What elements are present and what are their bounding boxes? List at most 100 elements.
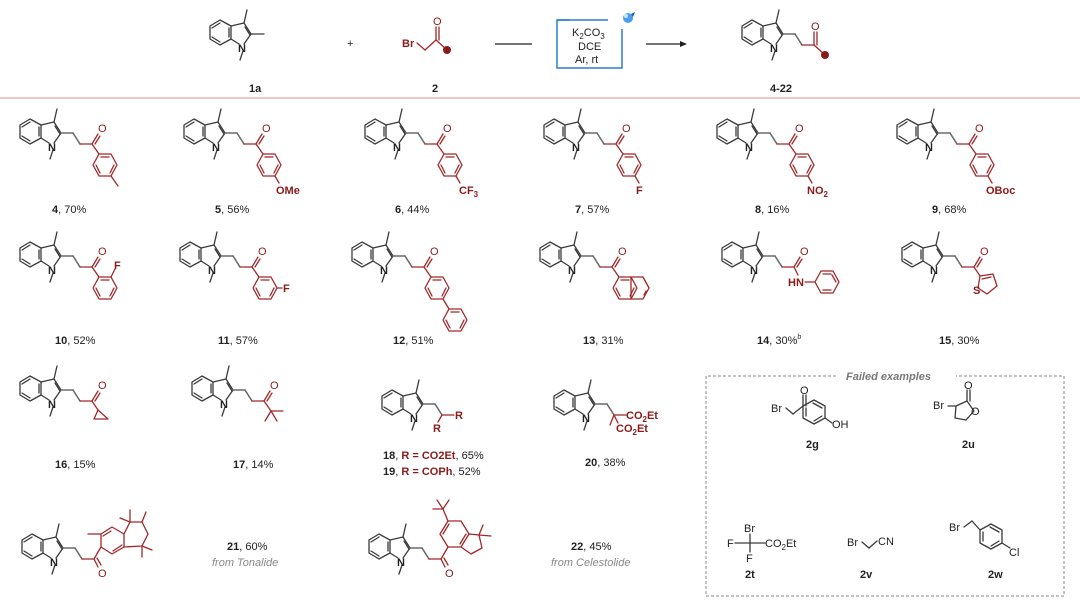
oxygen-atom: O <box>795 123 804 135</box>
product-13: O <box>539 231 650 300</box>
failed-examples-panel: Failed examples Br O OH 2g Br O O <box>705 371 1065 597</box>
compound-label-2g: 2g <box>806 439 819 451</box>
conditions-box: K2CO3 DCE Ar, rt <box>556 12 635 69</box>
hydroxyl-group: OH <box>832 419 849 431</box>
yield-label-7: 7, 57% <box>575 204 609 216</box>
oxygen-atom: O <box>800 385 809 397</box>
arrow-head <box>680 41 687 47</box>
compound-label-1a: 1a <box>249 83 262 95</box>
product-8: O NO2 <box>716 108 829 199</box>
product-18-19: R R <box>381 379 463 435</box>
oxygen-atom: O <box>433 16 442 28</box>
ester-group: CO2Et <box>626 410 658 424</box>
plus-sign: + <box>347 38 353 50</box>
sulfur-atom: S <box>973 285 980 297</box>
oxygen-atom: O <box>622 123 631 135</box>
cf3-group: CF3 <box>459 185 479 199</box>
compound-label-2t: 2t <box>745 569 755 581</box>
oxygen-atom: O <box>270 380 279 392</box>
fluorine-atom: F <box>636 185 643 197</box>
oxygen-atom: O <box>98 123 107 135</box>
yield-label-21: 21, 60% <box>227 541 268 553</box>
amide-nh: HN <box>788 277 804 289</box>
fluorine-atom: F <box>283 283 290 295</box>
yield-label-13: 13, 31% <box>583 335 624 347</box>
r-group: R <box>433 423 441 435</box>
compound-label-2v: 2v <box>860 569 873 581</box>
source-note-22: from Celestolide <box>551 557 630 569</box>
product-9: O OBoc <box>896 108 1015 197</box>
oxygen-atom: O <box>445 568 454 580</box>
bromine-atom: Br <box>402 38 415 50</box>
product-17: O <box>191 365 284 422</box>
oxygen-atom: O <box>430 246 439 258</box>
oxygen-atom: O <box>258 246 267 258</box>
product-7: O F <box>543 108 643 197</box>
source-note-21: from Tonalide <box>212 557 278 569</box>
oxygen-atom: O <box>98 380 107 392</box>
reactant-indole-1a <box>209 9 265 61</box>
condition-base: K2CO3 <box>572 27 605 41</box>
failed-compound-2w: Br Cl <box>949 520 1019 559</box>
yield-label-16: 16, 15% <box>55 459 96 471</box>
fluorine-atom: F <box>114 260 121 272</box>
reactant-bromide-2: Br O <box>402 16 451 54</box>
compound-label-2u: 2u <box>962 439 975 451</box>
oxygen-atom: O <box>618 246 627 258</box>
light-bulb-icon <box>623 12 635 23</box>
yield-label-4: 4, 70% <box>52 204 86 216</box>
yield-label-11: 11, 57% <box>218 335 258 347</box>
yield-label-12: 12, 51% <box>393 335 434 347</box>
nitrile-group: CN <box>878 536 894 548</box>
condition-solvent: DCE <box>578 41 601 53</box>
yield-label-17: 17, 14% <box>233 459 274 471</box>
product-4: O <box>19 108 119 187</box>
compound-label-2: 2 <box>432 83 438 95</box>
failed-compound-2u: Br O O <box>933 380 980 421</box>
product-14: O HN <box>721 231 840 294</box>
oxygen-atom: O <box>98 246 107 258</box>
failed-examples-title: Failed examples <box>846 371 931 383</box>
nitro-group: NO2 <box>807 185 829 199</box>
bromine-atom: Br <box>949 522 960 534</box>
ring-oxygen-atom: O <box>971 406 980 418</box>
methoxy-group: OMe <box>276 185 300 197</box>
product-5: O OMe <box>183 108 300 197</box>
yield-label-20: 20, 38% <box>585 457 626 469</box>
oxygen-atom: O <box>980 246 989 258</box>
product-10: O F <box>19 231 121 300</box>
product-12: O <box>351 231 468 332</box>
bromine-atom: Br <box>933 400 944 412</box>
yield-label-14: 14, 30%b <box>757 334 801 347</box>
oboc-group: OBoc <box>986 185 1015 197</box>
ester-group: CO2Et <box>765 538 796 552</box>
compound-label-2w: 2w <box>988 569 1003 581</box>
oxygen-atom: O <box>964 380 973 392</box>
yield-label-19: 19, R = COPh, 52% <box>383 466 481 478</box>
r-group-dot <box>443 46 451 54</box>
fluorine-atom: F <box>727 538 734 550</box>
product-general-4-22: O <box>741 9 829 61</box>
product-21: O <box>21 509 153 580</box>
product-20: CO2Et CO2Et <box>553 379 658 437</box>
product-11: O F <box>179 231 290 300</box>
oxygen-atom: O <box>811 21 820 33</box>
oxygen-atom: O <box>98 568 107 580</box>
yield-label-6: 6, 44% <box>395 204 429 216</box>
product-16: O <box>19 365 109 420</box>
yield-label-22: 22, 45% <box>571 541 612 553</box>
failed-compound-2t: Br F F CO2Et <box>727 523 796 565</box>
yield-label-8: 8, 16% <box>755 204 789 216</box>
product-6: O CF3 <box>364 108 479 199</box>
r-group: R <box>455 410 463 422</box>
bromine-atom: Br <box>744 523 755 535</box>
fluorine-atom: F <box>746 553 753 565</box>
condition-atmosphere: Ar, rt <box>575 54 598 66</box>
oxygen-atom: O <box>800 246 809 258</box>
yield-label-10: 10, 52% <box>55 335 96 347</box>
product-15: O S <box>901 231 998 297</box>
failed-compound-2g: Br O OH <box>771 385 849 431</box>
bromine-atom: Br <box>771 403 782 415</box>
compound-label-4-22: 4-22 <box>770 83 792 95</box>
